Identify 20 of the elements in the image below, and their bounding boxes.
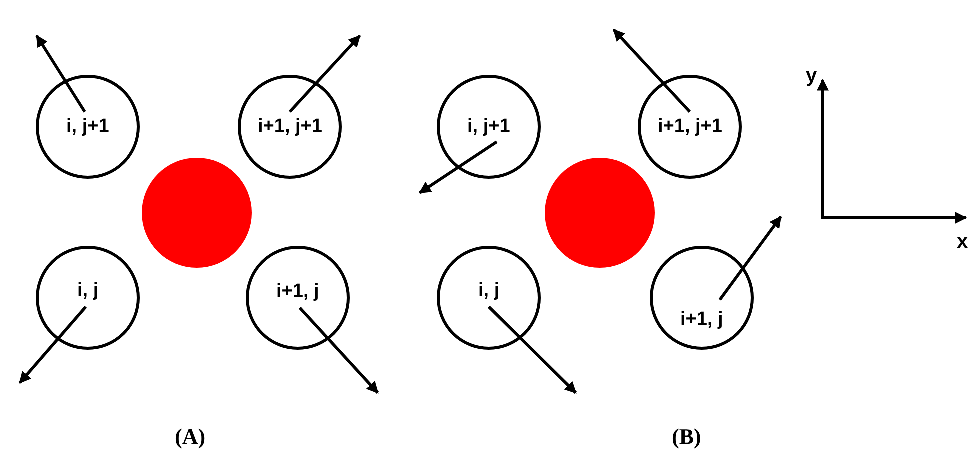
panel-label: (A) [175, 425, 206, 449]
site-label: i+1, j [680, 310, 724, 330]
site-label: i+1, j+1 [258, 117, 322, 137]
site-label: i+1, j+1 [658, 117, 722, 137]
site-label: i, j [78, 281, 99, 301]
site-label: i+1, j [276, 282, 320, 302]
site-label: i, j+1 [468, 117, 510, 137]
site-circle [238, 75, 342, 179]
site-circle [638, 75, 742, 179]
site-circle [650, 246, 754, 350]
site-circle [437, 246, 541, 350]
axis-label: x [957, 232, 968, 252]
axis-label: y [806, 66, 818, 86]
site-label: i, j [478, 281, 500, 301]
site-circle [437, 75, 541, 179]
site-circle [246, 246, 350, 350]
site-circle [36, 75, 140, 179]
panel-label: (B) [672, 425, 702, 449]
site-circle [36, 246, 140, 350]
site-label: i, j+1 [66, 117, 110, 137]
